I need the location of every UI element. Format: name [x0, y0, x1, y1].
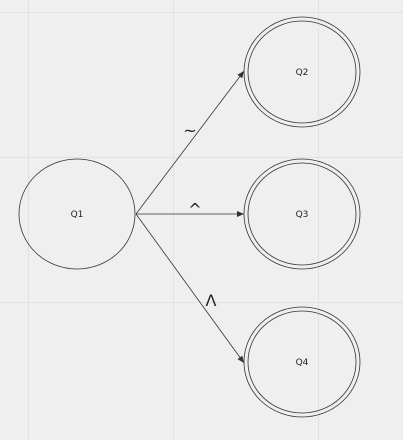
transition-label-q1-q4: Λ — [206, 291, 217, 310]
state-q3[interactable]: Q3 — [243, 158, 361, 270]
transition-q1-q3[interactable]: ^ — [136, 200, 244, 219]
state-q4[interactable]: Q4 — [243, 306, 361, 418]
state-label-q3: Q3 — [296, 210, 309, 220]
state-label-q4: Q4 — [296, 358, 309, 368]
transition-label-q1-q2: ~ — [183, 121, 196, 140]
state-q2[interactable]: Q2 — [243, 16, 361, 128]
state-label-q1: Q1 — [71, 210, 84, 220]
transition-label-q1-q3: ^ — [188, 200, 201, 219]
state-label-q2: Q2 — [296, 68, 309, 78]
transition-q1-q2[interactable]: ~ — [135, 70, 245, 215]
transition-q1-q4[interactable]: Λ — [135, 213, 245, 364]
state-q1[interactable]: Q1 — [18, 158, 136, 270]
